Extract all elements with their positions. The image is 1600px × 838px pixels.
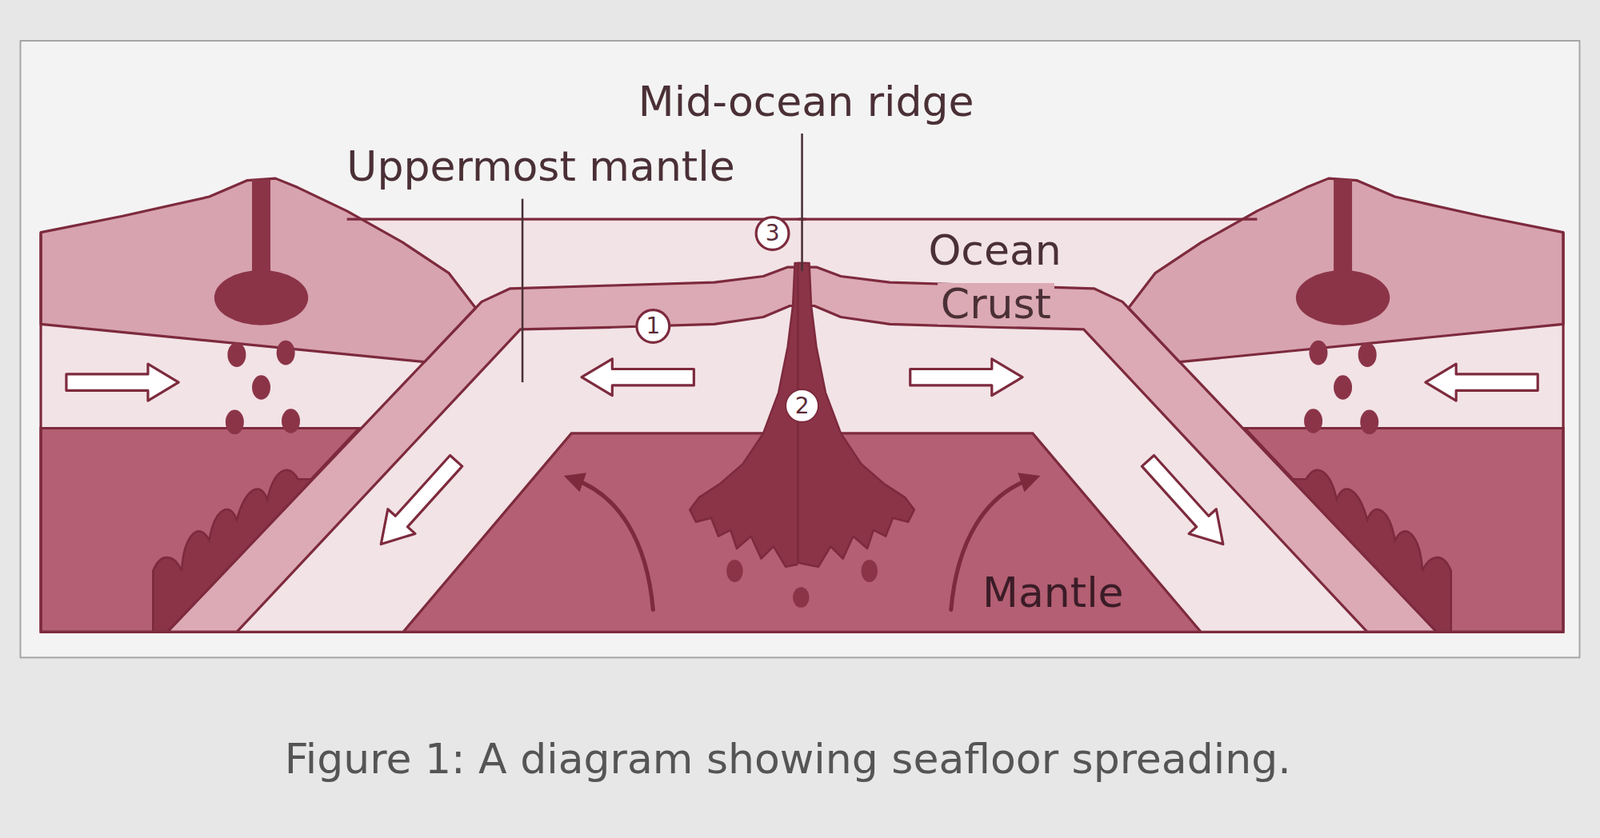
- figure-frame: [20, 40, 1580, 658]
- callout-number: 1: [645, 315, 660, 338]
- ocean-surface: [347, 218, 807, 221]
- half-section: [40, 178, 812, 632]
- part-label-text: Mantle: [982, 568, 1124, 617]
- magma-drop: [276, 340, 296, 366]
- part-label-text: Uppermost mantle: [346, 142, 735, 191]
- convection-arrow: [573, 479, 653, 610]
- magma-drop: [225, 410, 244, 436]
- callout-number: 3: [765, 222, 780, 245]
- callout-number: 2: [795, 395, 810, 418]
- volcano-conduit: [252, 179, 271, 281]
- figure-caption: Figure 1: A diagram showing seafloor spr…: [284, 736, 1292, 784]
- movement-arrow: [66, 364, 179, 401]
- callout-number-text: 2: [795, 392, 810, 420]
- part-label: Mid-ocean ridge: [638, 78, 975, 127]
- callout-number-text: 1: [645, 312, 660, 340]
- callout-number-text: 3: [765, 220, 780, 247]
- magma-drop: [252, 375, 271, 400]
- magma-drop: [281, 408, 300, 434]
- magma-drop: [227, 342, 246, 368]
- callout-circle: [756, 217, 789, 251]
- part-label-text: Crust: [940, 280, 1052, 328]
- continental-crust: [40, 178, 476, 362]
- section-edge: [40, 631, 1564, 634]
- part-label: Ocean: [928, 227, 1061, 276]
- movement-arrow: [581, 359, 694, 396]
- part-label-text: Mid-ocean ridge: [638, 77, 975, 126]
- leader-line: [521, 199, 524, 383]
- callout-circle: [636, 310, 670, 344]
- leader-line: [800, 133, 804, 272]
- part-label: Mantle: [982, 569, 1124, 618]
- oceanic-crust: [167, 267, 806, 632]
- magma-chamber: [214, 270, 308, 326]
- part-label: Crust: [937, 283, 1055, 325]
- movement-arrow: [367, 448, 470, 557]
- caption-text: Figure 1: A diagram showing seafloor spr…: [284, 735, 1292, 784]
- mirrored-half-section: [792, 178, 1564, 632]
- magma-drop: [726, 560, 743, 583]
- section-edge: [39, 232, 42, 633]
- callout-circle: [785, 389, 819, 423]
- part-label-text: Ocean: [928, 226, 1061, 275]
- part-label: Uppermost mantle: [346, 143, 735, 192]
